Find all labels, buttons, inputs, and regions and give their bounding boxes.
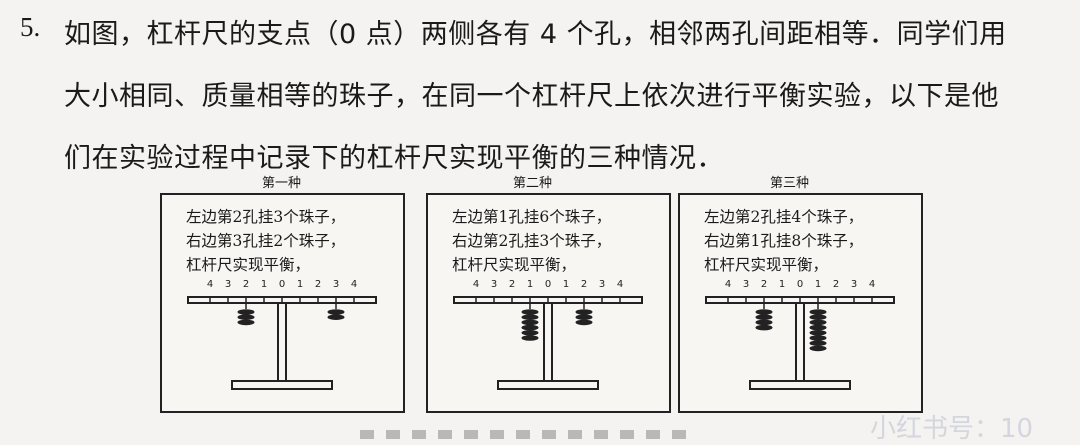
scale-label: 4: [207, 279, 213, 290]
panel-2-line-2: 右边第2孔挂3个珠子，: [452, 232, 612, 250]
question-line-1: 如图，杠杆尺的支点（0 点）两侧各有 4 个孔，相邻两孔间距相等．同学们用: [64, 19, 1007, 50]
bead: [755, 319, 773, 326]
bead: [237, 314, 255, 320]
lever-diagram-3: 4 3 2 1 0 1 2 3 4: [705, 279, 895, 390]
bead: [809, 319, 827, 326]
bead: [521, 324, 539, 331]
bead: [809, 309, 827, 315]
panel-2-line-1: 左边第1孔挂6个珠子，: [452, 208, 612, 226]
scale-label: 3: [851, 279, 857, 290]
lever-base: [749, 380, 851, 390]
scale-label: 0: [279, 279, 285, 290]
bead: [237, 309, 255, 315]
bead: [575, 319, 593, 326]
panel-1-title: 第一种: [262, 176, 302, 191]
watermark: 小红书号：10: [870, 414, 1034, 444]
scale-label: 2: [243, 279, 249, 290]
lever-base: [497, 380, 599, 390]
scale-label: 4: [473, 279, 479, 290]
scale-label: 1: [779, 279, 785, 290]
fulcrum-post: [277, 302, 287, 382]
scale-label: 2: [315, 279, 321, 290]
scale-label: 4: [869, 279, 875, 290]
scale-label: 1: [815, 279, 821, 290]
bead: [327, 314, 345, 320]
scale-label: 3: [225, 279, 231, 290]
scale-label: 2: [509, 279, 515, 290]
lever-diagram-1: 4 3 2 1 0 1 2 3 4: [187, 279, 377, 390]
lever-panel-3: 左边第2孔挂4个珠子， 右边第1孔挂8个珠子， 杠杆尺实现平衡， 4 3 2 1 0 1 2…: [678, 193, 923, 413]
bead: [575, 314, 593, 320]
bead: [521, 319, 539, 326]
bead: [521, 309, 539, 315]
lever-panel-1: 左边第2孔挂3个珠子， 右边第3孔挂2个珠子， 杠杆尺实现平衡， 4 3 2 1 0 1 2…: [160, 193, 405, 413]
scale-label: 1: [261, 279, 267, 290]
panel-3-line-1: 左边第2孔挂4个珠子，: [704, 208, 864, 226]
fulcrum-post: [795, 302, 805, 382]
bead: [809, 335, 827, 341]
scale-label: 1: [297, 279, 303, 290]
cut-off-text-fragment: [360, 430, 690, 439]
scale-label: 1: [527, 279, 533, 290]
bead: [809, 340, 827, 346]
bead: [809, 324, 827, 331]
lever-base: [231, 380, 333, 390]
lever-diagram-2: 4 3 2 1 0 1 2 3 4: [453, 279, 643, 390]
scale-label: 3: [491, 279, 497, 290]
bead: [809, 345, 827, 352]
scale-label: 4: [725, 279, 731, 290]
question-line-2: 大小相同、质量相等的珠子，在同一个杠杆尺上依次进行平衡实验，以下是他: [64, 81, 999, 112]
scale-label: 2: [581, 279, 587, 290]
panel-3-line-2: 右边第1孔挂8个珠子，: [704, 232, 864, 250]
fulcrum-post: [543, 302, 553, 382]
bead: [521, 314, 539, 320]
scale-label: 4: [617, 279, 623, 290]
scale-label: 0: [545, 279, 551, 290]
question-number: 5.: [20, 12, 41, 42]
scale-label: 0: [797, 279, 803, 290]
scale-label: 3: [333, 279, 339, 290]
panel-2-title: 第二种: [513, 176, 553, 191]
bead: [575, 309, 593, 315]
bead: [755, 324, 773, 331]
scale-label: 4: [351, 279, 357, 290]
panel-1-line-1: 左边第2孔挂3个珠子，: [186, 208, 346, 226]
bead: [521, 335, 539, 341]
panel-1-line-2: 右边第3孔挂2个珠子，: [186, 232, 346, 250]
bead: [809, 330, 827, 336]
bead: [755, 309, 773, 315]
lever-panel-2: 左边第1孔挂6个珠子， 右边第2孔挂3个珠子， 杠杆尺实现平衡， 4 3 2 1 0 1 2…: [426, 193, 671, 413]
panel-1-line-3: 杠杆尺实现平衡，: [186, 256, 311, 274]
scale-label: 2: [761, 279, 767, 290]
scale-label: 3: [599, 279, 605, 290]
panel-2-line-3: 杠杆尺实现平衡，: [452, 256, 577, 274]
bead: [755, 314, 773, 320]
question-line-3: 们在实验过程中记录下的杠杆尺实现平衡的三种情况．: [64, 143, 724, 174]
bead: [327, 309, 345, 315]
scale-label: 3: [743, 279, 749, 290]
bead: [237, 319, 255, 326]
bead: [809, 314, 827, 320]
bead: [521, 330, 539, 336]
panel-3-line-3: 杠杆尺实现平衡，: [704, 256, 829, 274]
scale-label: 1: [563, 279, 569, 290]
scale-label: 2: [833, 279, 839, 290]
panel-3-title: 第三种: [770, 176, 810, 191]
